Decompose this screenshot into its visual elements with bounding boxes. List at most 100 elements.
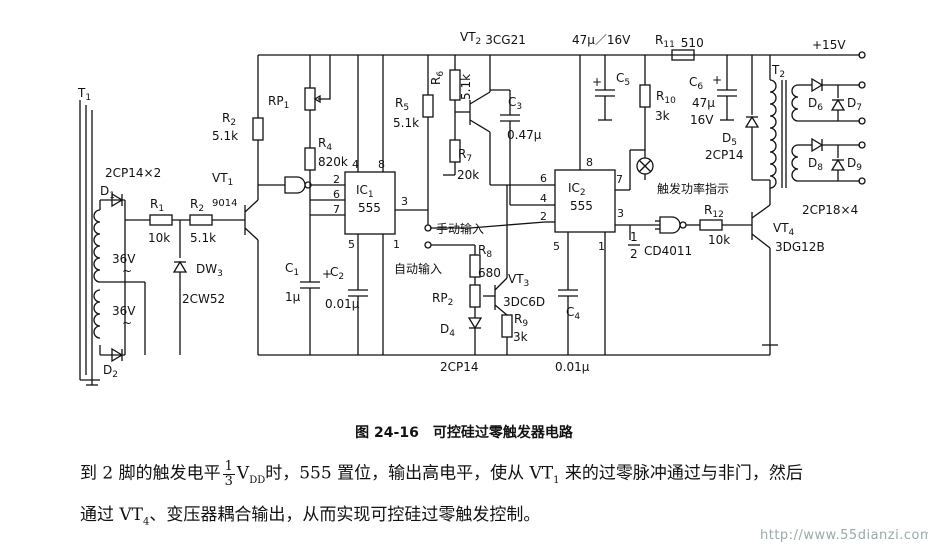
svg-text:D7: D7: [847, 96, 862, 113]
caption-title: 可控硅过零触发器电路: [432, 425, 573, 441]
c5-rating: 47μ／16V: [572, 33, 631, 47]
dw3-label: DW: [196, 262, 217, 276]
rp2-sub: 2: [448, 298, 454, 308]
r4-value: 820k: [318, 155, 348, 169]
voltage-36v-bottom: 36V: [112, 304, 136, 318]
ic1-pin7: 7: [333, 203, 340, 216]
d8-label: D: [808, 156, 817, 170]
svg-text:1: 1: [630, 230, 638, 244]
r7-label: R: [458, 147, 466, 161]
d4-sub: 4: [449, 329, 455, 339]
svg-text:D2: D2: [103, 363, 118, 380]
svg-text:R6: R6: [429, 71, 446, 85]
line2-part-a: 通过 VT: [80, 505, 144, 525]
ic2-pin6: 6: [540, 172, 547, 185]
vt1-subscript: 1: [553, 475, 560, 487]
c6-label: C: [689, 75, 697, 89]
r7-sub: 7: [466, 154, 472, 164]
transformer-t2: T2: [769, 55, 799, 189]
d1-sub: 1: [109, 191, 115, 201]
svg-text:R4: R4: [318, 136, 332, 153]
line1-part-b: 时，555 置位，输出高电平，使从 VT: [265, 463, 554, 484]
watermark: http://www.55dianzi.com: [760, 528, 928, 543]
r11-value: 510: [681, 36, 704, 50]
voltage-36v-top: 36V: [112, 252, 136, 266]
vt2-label: VT: [460, 30, 476, 44]
d9-sub: 9: [856, 163, 862, 173]
svg-text:VT4: VT4: [773, 221, 795, 238]
r2-label: R: [222, 111, 230, 125]
ic1-pin4: 4: [352, 158, 359, 171]
c4-label: C: [566, 305, 574, 319]
d6-label: D: [808, 96, 817, 110]
auto-input-label: 自动输入: [394, 261, 442, 276]
svg-text:D4: D4: [440, 322, 455, 339]
tilde-bottom: ~: [122, 316, 132, 330]
fraction-num: 1: [222, 459, 235, 475]
r2a-sub: 2: [198, 204, 204, 214]
svg-text:D5: D5: [722, 131, 737, 148]
c3-sub: 3: [516, 102, 522, 112]
r10-sub: 10: [664, 96, 676, 106]
vt4-subscript: 4: [143, 516, 150, 528]
d5-sub: 5: [731, 138, 737, 148]
ic2-pin5: 5: [553, 240, 560, 253]
d9-label: D: [847, 156, 856, 170]
vt1-label: VT: [212, 171, 228, 185]
vt3-sub: 3: [524, 279, 530, 289]
paragraph-line-2: 通过 VT4、变压器耦合输出，从而实现可控硅过零触发控制。: [80, 505, 920, 528]
ic1-label: IC: [356, 183, 368, 197]
d4-model-label: 2CP14: [440, 360, 479, 374]
c6-d5: + C6 47μ 16V D5 2CP14: [689, 55, 770, 181]
ic2-pin1: 1: [598, 240, 605, 253]
ic1-pin5: 5: [348, 238, 355, 251]
ic1-pin3: 3: [401, 195, 408, 208]
r8-sub: 8: [486, 250, 492, 260]
r5-sub: 5: [403, 103, 409, 113]
r6-value: 5.1k: [459, 74, 473, 100]
rp2-label: RP: [432, 291, 448, 305]
vt4-sub: 4: [789, 228, 795, 238]
d2-sub: 2: [112, 370, 118, 380]
transistor-vt1: VT1 R2 5.1k: [212, 55, 285, 355]
svg-text:VT3: VT3: [508, 272, 529, 289]
c1-plus: +: [322, 267, 332, 281]
r6-sub: 6: [436, 71, 446, 77]
t2-sub: 2: [779, 70, 785, 80]
c5-plus: +: [592, 75, 602, 89]
svg-text:IC1: IC1: [356, 183, 374, 200]
d6-sub: 6: [817, 103, 823, 113]
svg-text:R2: R2: [190, 197, 204, 214]
t1-label: T: [77, 86, 86, 100]
svg-text:RP2: RP2: [432, 291, 453, 308]
output-diodes-label: 2CP18×4: [802, 203, 858, 217]
r9-sub: 9: [522, 319, 528, 329]
svg-text:C1: C1: [285, 261, 299, 278]
transformer-t1: T1: [77, 86, 101, 386]
d1-label: D: [100, 184, 109, 198]
svg-text:R2: R2: [222, 111, 236, 128]
ic2-pin2: 2: [540, 210, 547, 223]
vt2-model: 3CG21: [485, 33, 526, 47]
ic2-sub: 2: [580, 188, 586, 198]
tilde-top: ~: [122, 264, 132, 278]
ic2-555: IC2 555 6 4 2 8 7 3 5 1 C4: [540, 55, 660, 355]
c1-sub: 1: [293, 268, 299, 278]
c1-c2: + C1 1μ C2 0.01μ: [285, 215, 368, 355]
ic2-label: IC: [568, 181, 580, 195]
vt1-model: 9014: [212, 198, 237, 209]
svg-text:R10: R10: [656, 89, 676, 106]
vt3-section: R8 680 RP2 D4 VT3 3DC6D R9 3k: [432, 185, 545, 355]
line1-part-c: 来的过零脉冲通过与非门，然后: [559, 463, 803, 484]
svg-text:DW3: DW3: [196, 262, 223, 279]
svg-text:D6: D6: [808, 96, 823, 113]
t2-label: T: [771, 63, 780, 77]
r2a-value: 5.1k: [190, 231, 216, 245]
ic2-pin8: 8: [586, 156, 593, 169]
svg-text:IC2: IC2: [568, 181, 586, 198]
r11-sub: 11: [663, 40, 674, 50]
vt3-model: 3DC6D: [503, 295, 545, 309]
r4-sub: 4: [326, 143, 332, 153]
